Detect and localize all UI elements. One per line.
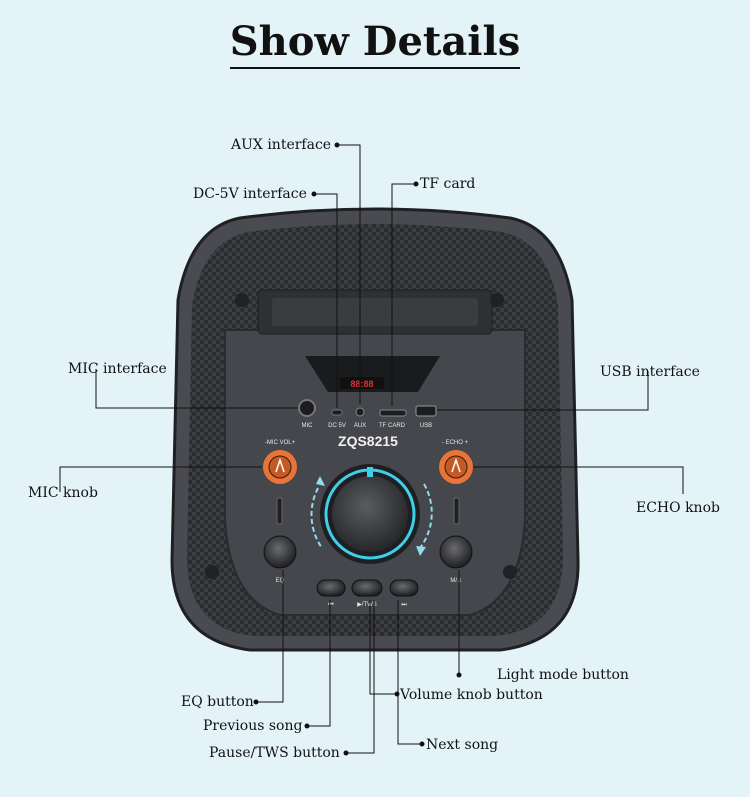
callout-volume-knob-button: Volume knob button: [400, 687, 543, 703]
eq-physical-button: [263, 535, 297, 569]
callout-mic-knob: MIC knob: [28, 485, 98, 501]
port-label-tf: TF CARD: [379, 423, 406, 429]
callout-mic-interface: MIC interface: [68, 361, 167, 377]
leader-dots: [253, 142, 462, 756]
page-title: Show Details: [0, 18, 750, 69]
callout-eq-button: EQ button: [181, 694, 254, 710]
eq-label: EQ: [276, 578, 285, 584]
prev-icon: ⏮: [328, 602, 334, 608]
callout-usb-interface: USB interface: [600, 364, 700, 380]
next-icon: ⏭: [401, 602, 407, 608]
callout-next-song: Next song: [426, 737, 499, 753]
led-display: 88:88: [350, 379, 373, 389]
mic-vol-label: -MIC VOL+: [265, 440, 296, 446]
mic-knob: [263, 450, 297, 484]
port-label-mic: MIC: [302, 423, 314, 429]
model-name: ZQS8215: [338, 433, 398, 449]
callout-echo-knob: ECHO knob: [636, 500, 720, 516]
mode-physical-button: [439, 535, 473, 569]
play-tws-label: ▶/TWS: [357, 602, 377, 608]
callout-light-mode-button: Light mode button: [497, 667, 629, 683]
dc5v-port: [331, 409, 343, 416]
next-physical-button: [389, 579, 419, 597]
port-label-usb: USB: [420, 423, 432, 429]
tf-port: [379, 409, 407, 417]
callout-tf-card: TF card: [420, 176, 476, 192]
echo-label: - ECHO +: [442, 440, 469, 446]
prev-physical-button: [316, 579, 346, 597]
port-label-aux: AUX: [354, 423, 366, 429]
aux-port: [355, 407, 365, 417]
usb-port: [415, 405, 437, 417]
play-physical-button: [351, 579, 383, 597]
callout-aux-interface: AUX interface: [231, 137, 332, 153]
callout-previous-song: Previous song: [203, 718, 303, 734]
volume-knob: [310, 464, 433, 564]
echo-knob: [439, 450, 473, 484]
mode-label: M/♫: [450, 578, 461, 584]
port-label-dc5v: DC 5V: [328, 423, 346, 429]
callout-pause-tws-button: Pause/TWS button: [209, 745, 340, 761]
leader-lines: [59, 144, 684, 754]
callout-dc5v-interface: DC-5V interface: [193, 186, 307, 202]
mic-port: [298, 399, 316, 417]
